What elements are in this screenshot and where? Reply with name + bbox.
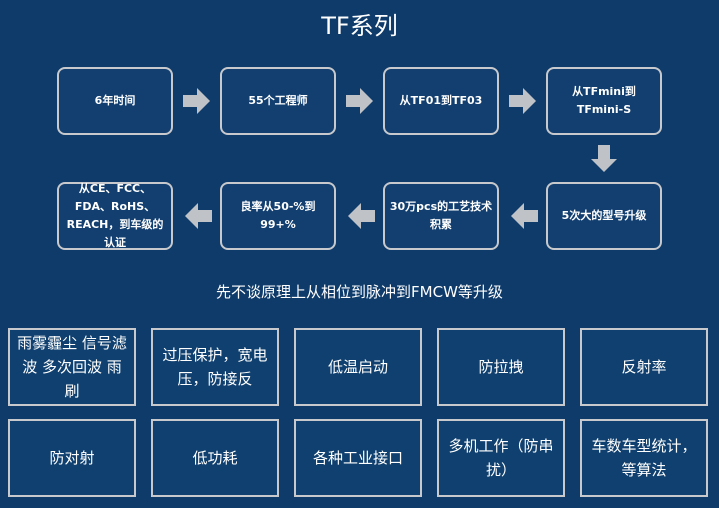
flow-step-6: 30万pcs的工艺技术积累 <box>383 182 499 250</box>
feature-cell: 防对射 <box>8 419 136 497</box>
flow-step-1: 6年时间 <box>57 67 173 135</box>
flow-step-7: 良率从50-%到99+% <box>220 182 336 250</box>
feature-cell: 防拉拽 <box>437 328 565 406</box>
feature-cell: 反射率 <box>580 328 708 406</box>
feature-cell: 各种工业接口 <box>294 419 422 497</box>
arrow-right-icon <box>183 88 210 114</box>
flow-step-5: 5次大的型号升级 <box>546 182 662 250</box>
feature-cell: 车数车型统计，等算法 <box>580 419 708 497</box>
arrow-left-icon <box>185 203 212 229</box>
flow-step-8: 从CE、FCC、FDA、RoHS、REACH，到车级的认证 <box>57 182 173 250</box>
subtitle: 先不谈原理上从相位到脉冲到FMCW等升级 <box>216 283 503 301</box>
feature-cell: 多机工作（防串扰） <box>437 419 565 497</box>
arrow-right-icon <box>509 88 536 114</box>
arrow-right-icon <box>346 88 373 114</box>
feature-cell: 低温启动 <box>294 328 422 406</box>
arrow-down-icon <box>591 145 617 172</box>
arrow-left-icon <box>511 203 538 229</box>
feature-cell: 过压保护，宽电压，防接反 <box>151 328 279 406</box>
arrow-left-icon <box>348 203 375 229</box>
flow-step-2: 55个工程师 <box>220 67 336 135</box>
feature-cell: 低功耗 <box>151 419 279 497</box>
page-title: TF系列 <box>321 12 398 40</box>
flow-step-3: 从TF01到TF03 <box>383 67 499 135</box>
flow-step-4: 从TFmini到TFmini-S <box>546 67 662 135</box>
feature-cell: 雨雾霾尘 信号滤波 多次回波 雨刷 <box>8 328 136 406</box>
